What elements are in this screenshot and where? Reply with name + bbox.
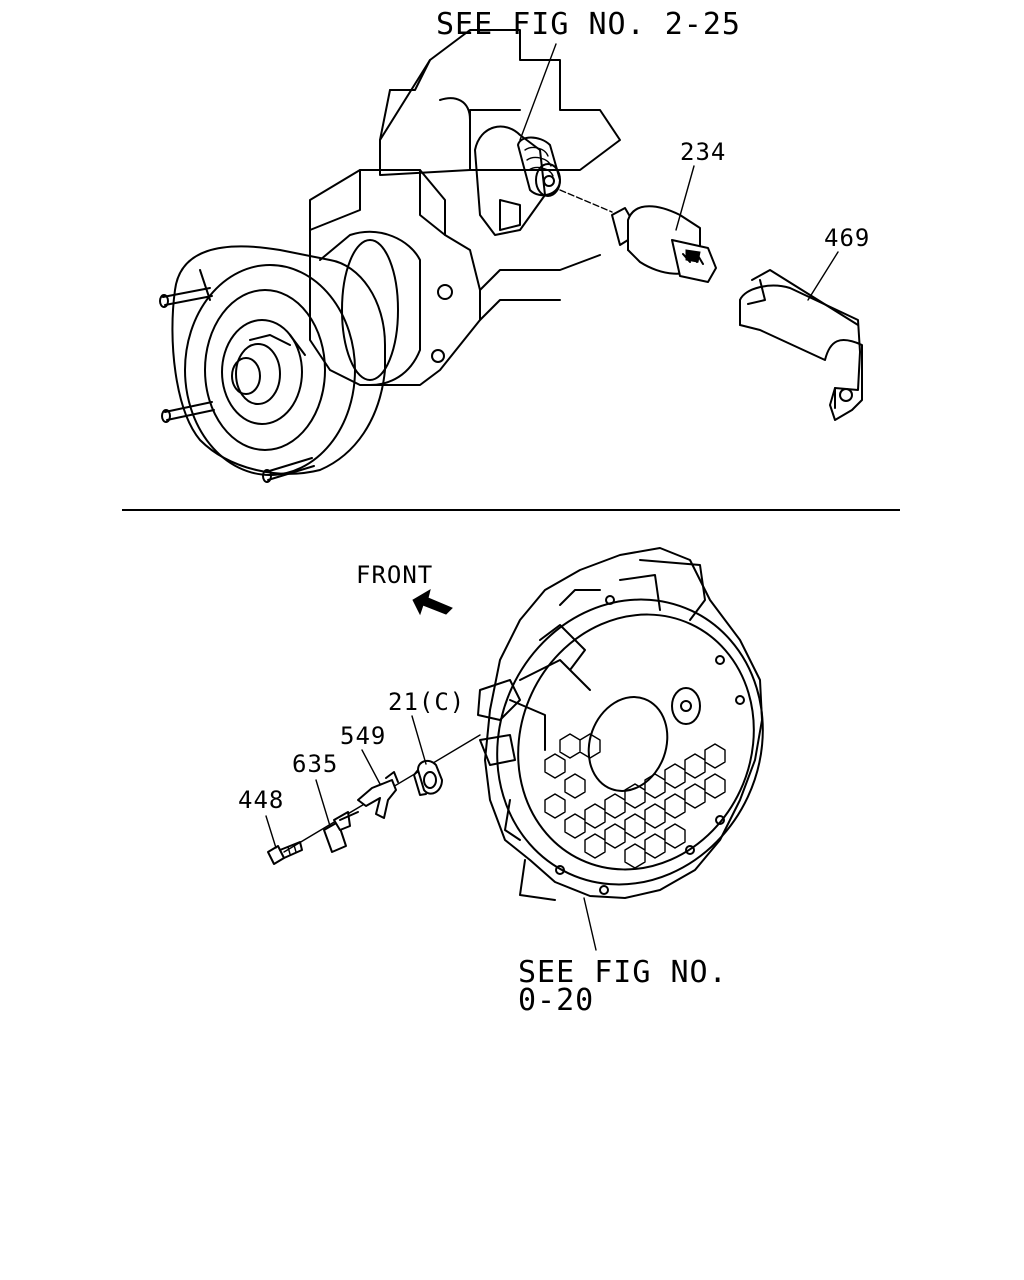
part-635-sensor	[323, 811, 359, 853]
upper-figure: SEE FIG NO. 2-25	[159, 7, 870, 483]
callout-635: 635	[292, 750, 338, 778]
part-21c-plate	[413, 759, 443, 796]
leader-549	[361, 749, 381, 785]
threaded-port	[517, 136, 561, 197]
mounting-flange	[159, 230, 421, 483]
leader-448	[265, 815, 277, 849]
flywheel-housing	[477, 547, 764, 901]
leader-see-fig-2-25	[519, 43, 557, 141]
ref-see-fig-2-25: SEE FIG NO. 2-25	[436, 7, 741, 42]
ref-see-fig-0-20-line1: SEE FIG NO.	[518, 955, 728, 990]
part-549-clip	[357, 771, 399, 819]
lower-figure: FRONT	[238, 547, 764, 1018]
callout-21c: 21(C)	[388, 688, 465, 716]
front-label: FRONT	[356, 561, 433, 589]
leader-234	[675, 165, 695, 231]
leader-635	[315, 779, 331, 827]
callout-549: 549	[340, 722, 386, 750]
leader-21c	[411, 715, 427, 765]
leader-469	[807, 251, 839, 301]
shield-469	[739, 269, 863, 421]
honeycomb-ribs	[544, 733, 726, 869]
ref-see-fig-0-20-line2: 0-20	[518, 983, 594, 1018]
sensor-234	[611, 205, 717, 283]
part-448-bolt	[267, 841, 303, 865]
callout-234: 234	[680, 138, 726, 166]
callout-448: 448	[238, 786, 284, 814]
arrow-up-left-icon	[412, 588, 453, 616]
leader-see-fig-0-20	[583, 897, 597, 951]
callout-469: 469	[824, 224, 870, 252]
pump-body	[309, 29, 621, 386]
stud-bolts	[159, 269, 315, 483]
